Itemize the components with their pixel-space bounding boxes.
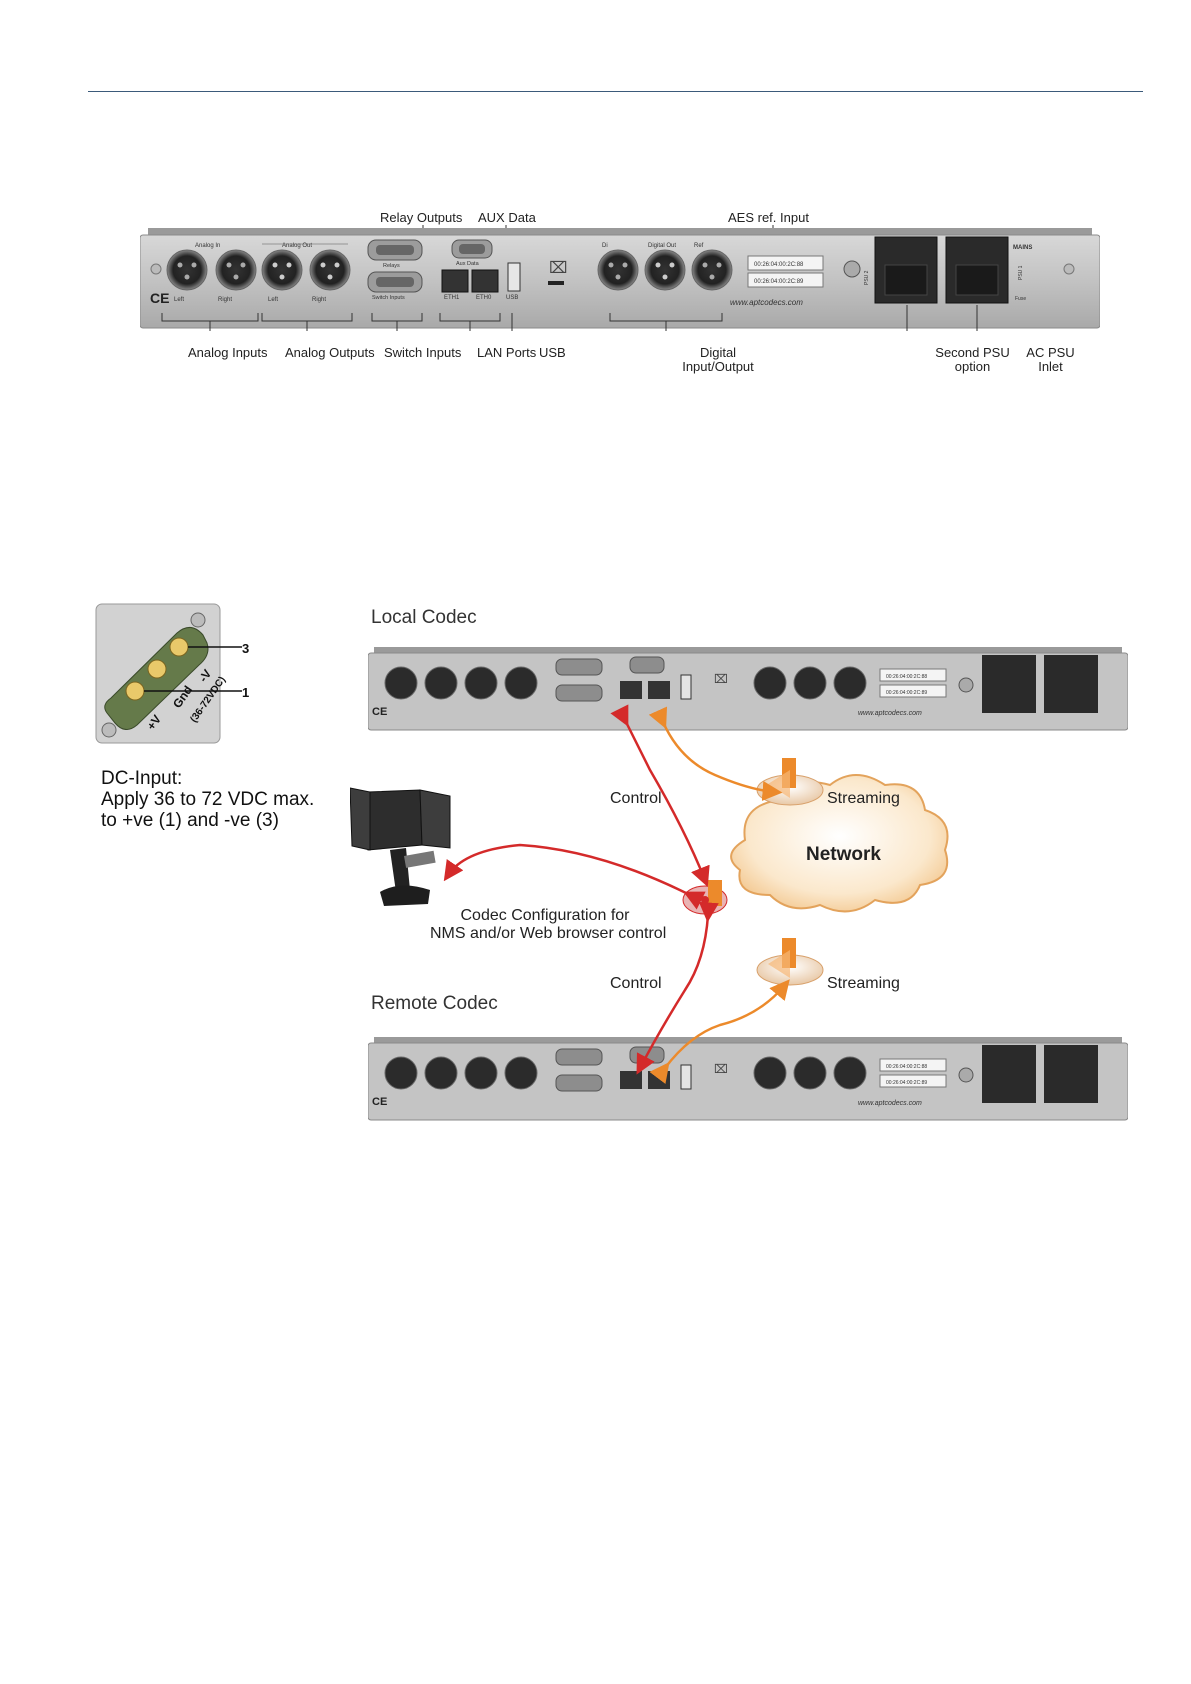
dc-input-connector: 3 1 +V Gnd -V (36-72VDC) (95, 603, 249, 744)
svg-text:Aux Data: Aux Data (456, 261, 480, 267)
header-rule (88, 91, 1143, 92)
svg-text:Di: Di (602, 243, 608, 249)
svg-text:USB: USB (506, 295, 518, 301)
callout-ac-psu-2: Inlet (1038, 359, 1063, 374)
control-top-label: Control (610, 790, 662, 807)
callout-lan-ports: LAN Ports (477, 345, 537, 360)
svg-text:www.aptcodecs.com: www.aptcodecs.com (858, 710, 922, 717)
svg-text:Left: Left (174, 297, 184, 303)
config-caption-line1: Codec Configuration for (460, 907, 630, 924)
svg-text:Right: Right (312, 297, 326, 303)
svg-text:⌧: ⌧ (549, 260, 567, 277)
callout-second-psu-2: option (954, 359, 991, 374)
svg-text:CE: CE (372, 1096, 387, 1108)
svg-text:Analog In: Analog In (195, 243, 220, 249)
network-connections: Network (350, 704, 949, 1085)
svg-text:ETH1: ETH1 (444, 295, 460, 301)
local-codec-label: Local Codec (371, 607, 477, 628)
svg-text:⌧: ⌧ (714, 672, 728, 686)
callout-aes-ref-input: AES ref. Input (728, 210, 809, 225)
svg-text:00:26:04:00:2C:88: 00:26:04:00:2C:88 (754, 262, 804, 268)
callout-analog-inputs: Analog Inputs (188, 345, 268, 360)
callout-ac-psu-1: AC PSU (1026, 345, 1075, 360)
monitor-workstation-icon (350, 787, 451, 906)
callout-digital-io-2: Input/Output (682, 359, 754, 374)
svg-text:ETH0: ETH0 (476, 295, 492, 301)
pin-1-label: 1 (242, 685, 249, 700)
network-label: Network (806, 844, 881, 865)
svg-text:Ref: Ref (694, 243, 704, 249)
dc-input-description: DC-Input: Apply 36 to 72 VDC max. to +ve… (101, 768, 315, 831)
callout-aux-data: AUX Data (478, 210, 536, 225)
svg-text:00:26:04:00:2C:89: 00:26:04:00:2C:89 (754, 279, 804, 285)
callout-digital-io-1: Digital (699, 345, 737, 360)
svg-text:00:26:04:00:2C:88: 00:26:04:00:2C:88 (886, 1064, 927, 1070)
svg-text:Left: Left (268, 297, 278, 303)
svg-text:CE: CE (372, 706, 387, 718)
streaming-bottom-label: Streaming (827, 975, 900, 992)
svg-text:www.aptcodecs.com: www.aptcodecs.com (730, 298, 803, 307)
router-streaming-top-icon (756, 758, 824, 806)
streaming-top-label: Streaming (827, 790, 900, 807)
control-bottom-label: Control (610, 975, 662, 992)
svg-text:Switch Inputs: Switch Inputs (372, 295, 405, 301)
svg-text:Right: Right (218, 297, 232, 303)
remote-codec-label: Remote Codec (371, 993, 498, 1014)
pin-3-label: 3 (242, 641, 249, 656)
rear-panel-main: CE Analog In Analog Out Left Right Left … (140, 225, 1100, 331)
svg-text:00:26:04:00:2C:89: 00:26:04:00:2C:89 (886, 690, 927, 696)
ce-mark: CE (150, 290, 169, 306)
svg-text:Fuse: Fuse (1015, 296, 1026, 302)
svg-text:00:26:04:00:2C:88: 00:26:04:00:2C:88 (886, 674, 927, 680)
callout-relay-outputs: Relay Outputs (380, 210, 463, 225)
callout-switch-inputs: Switch Inputs (384, 345, 462, 360)
router-control-icon (682, 880, 728, 915)
analog-xlr-connectors (166, 249, 351, 291)
config-caption-line2: NMS and/or Web browser control (430, 925, 667, 942)
callout-second-psu-1: Second PSU (935, 345, 1010, 360)
router-streaming-bottom-icon (756, 938, 824, 986)
svg-text:www.aptcodecs.com: www.aptcodecs.com (858, 1100, 922, 1107)
callout-analog-outputs: Analog Outputs (285, 345, 375, 360)
callout-usb: USB (539, 345, 566, 360)
svg-text:Relays: Relays (383, 263, 400, 269)
svg-text:Analog Out: Analog Out (282, 243, 312, 249)
svg-text:Digital Out: Digital Out (648, 243, 676, 249)
svg-text:PSU 2: PSU 2 (864, 270, 870, 285)
svg-text:MAINS: MAINS (1013, 245, 1032, 251)
svg-text:00:26:04:00:2C:89: 00:26:04:00:2C:89 (886, 1080, 927, 1086)
svg-text:PSU 1: PSU 1 (1018, 265, 1024, 280)
local-codec-panel: CE ⌧ 00:26:04:00:2C:88 00:26:04:00:2C:89… (368, 647, 1128, 731)
